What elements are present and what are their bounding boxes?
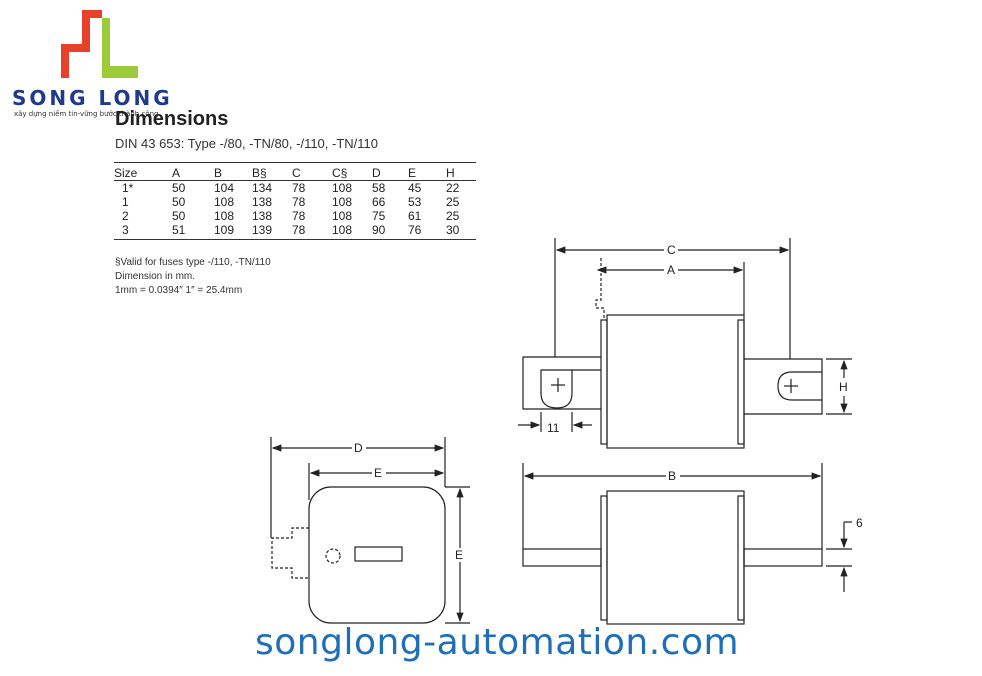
note-valid: §Valid for fuses type -/110, -TN/110 [115, 257, 271, 268]
table-cell: 78 [292, 181, 306, 195]
subtitle: DIN 43 653: Type -/80, -TN/80, -/110, -T… [115, 136, 379, 151]
table-cell: 78 [292, 195, 306, 209]
side-view-left-cap [600, 495, 608, 621]
table-cell: 109 [214, 223, 252, 240]
brand-name: SONG LONG [12, 86, 173, 110]
table-cell: 53 [408, 195, 422, 209]
dim-label-e-top: E [374, 466, 382, 480]
table-cell: 2 [122, 209, 129, 223]
dim-label-a: A [667, 263, 675, 277]
col-header-b-section: B§ [252, 162, 292, 181]
col-header-c: C [292, 162, 332, 181]
dim-label-c: C [667, 243, 676, 257]
table-cell: 108 [332, 195, 353, 209]
dim-label-b: B [668, 469, 676, 483]
table-cell: 108 [332, 223, 372, 240]
right-slot [777, 371, 822, 401]
table-cell: 108 [214, 195, 235, 209]
table-row: 1* 50 104 134 78 108 58 45 22 [114, 181, 476, 196]
website-url: songlong-automation.com [255, 622, 740, 663]
table-cell: 58 [372, 181, 386, 195]
table-cell: 66 [372, 195, 386, 209]
side-view-fuse-body [606, 490, 745, 625]
col-header-e: E [408, 162, 446, 181]
col-header-h: H [446, 162, 476, 181]
table-row: 2 50 108 138 78 108 75 61 25 [114, 209, 476, 223]
col-header-a: A [172, 162, 214, 181]
table-cell: 50 [172, 181, 186, 195]
table-cell: 30 [446, 223, 476, 240]
front-view-indicator-window [354, 546, 403, 562]
table-cell: 22 [446, 181, 460, 195]
col-header-c-section: C§ [332, 162, 372, 181]
table-cell: 90 [372, 223, 408, 240]
dim-label-11: 11 [547, 421, 560, 435]
front-view-fuse-body [308, 486, 446, 624]
table-row: 3 51 109 139 78 108 90 76 30 [114, 223, 476, 240]
page-title: Dimensions [115, 108, 229, 130]
song-long-logo-icon [61, 10, 138, 78]
table-header-row: Size A B B§ C C§ D E H [114, 162, 476, 181]
top-view-right-blade [744, 358, 823, 415]
table-cell: 75 [372, 209, 386, 223]
table-cell: 76 [408, 223, 446, 240]
table-cell: 108 [214, 209, 235, 223]
note-conversion: 1mm = 0.0394″ 1″ = 25.4mm [115, 285, 243, 296]
table-cell: 78 [292, 223, 332, 240]
table-cell: 108 [332, 209, 353, 223]
table-row: 1 50 108 138 78 108 66 53 25 [114, 195, 476, 209]
col-header-size: Size [114, 162, 172, 181]
side-view-right-blade [743, 548, 823, 567]
table-cell: 139 [252, 223, 292, 240]
top-view-fuse-body [606, 314, 745, 449]
note-units: Dimension in mm. [115, 271, 196, 282]
col-header-d: D [372, 162, 408, 181]
table-cell: 138 [252, 195, 273, 209]
table-cell: 45 [408, 181, 422, 195]
table-cell: 25 [446, 209, 460, 223]
table-cell: 138 [252, 209, 273, 223]
table-cell: 134 [252, 181, 273, 195]
dim-label-h: H [839, 380, 848, 394]
top-view-left-blade [522, 356, 601, 410]
table-cell: 108 [332, 181, 353, 195]
brand-slogan: xây dựng niềm tin-vững bước thành công [14, 110, 159, 118]
dim-label-6: 6 [856, 516, 863, 530]
top-view-left-cap [600, 319, 608, 445]
table-cell: 25 [446, 195, 460, 209]
col-header-b: B [214, 162, 252, 181]
top-view-right-cap [737, 319, 745, 445]
dimensions-table: Size A B B§ C C§ D E H 1* 50 104 134 78 … [114, 162, 476, 240]
table-cell: 50 [172, 209, 186, 223]
table-cell: 104 [214, 181, 235, 195]
table-cell: 50 [172, 195, 186, 209]
table-cell: 3 [114, 223, 172, 240]
table-cell: 1* [122, 181, 134, 195]
front-view-indicator-circle [325, 548, 341, 564]
table-cell: 51 [172, 223, 214, 240]
left-slot [540, 369, 601, 409]
dim-label-d: D [354, 441, 363, 455]
table-cell: 1 [122, 195, 129, 209]
side-view-left-blade [522, 548, 602, 567]
table-cell: 61 [408, 209, 422, 223]
dim-label-e-side: E [455, 548, 463, 562]
table-cell: 78 [292, 209, 306, 223]
